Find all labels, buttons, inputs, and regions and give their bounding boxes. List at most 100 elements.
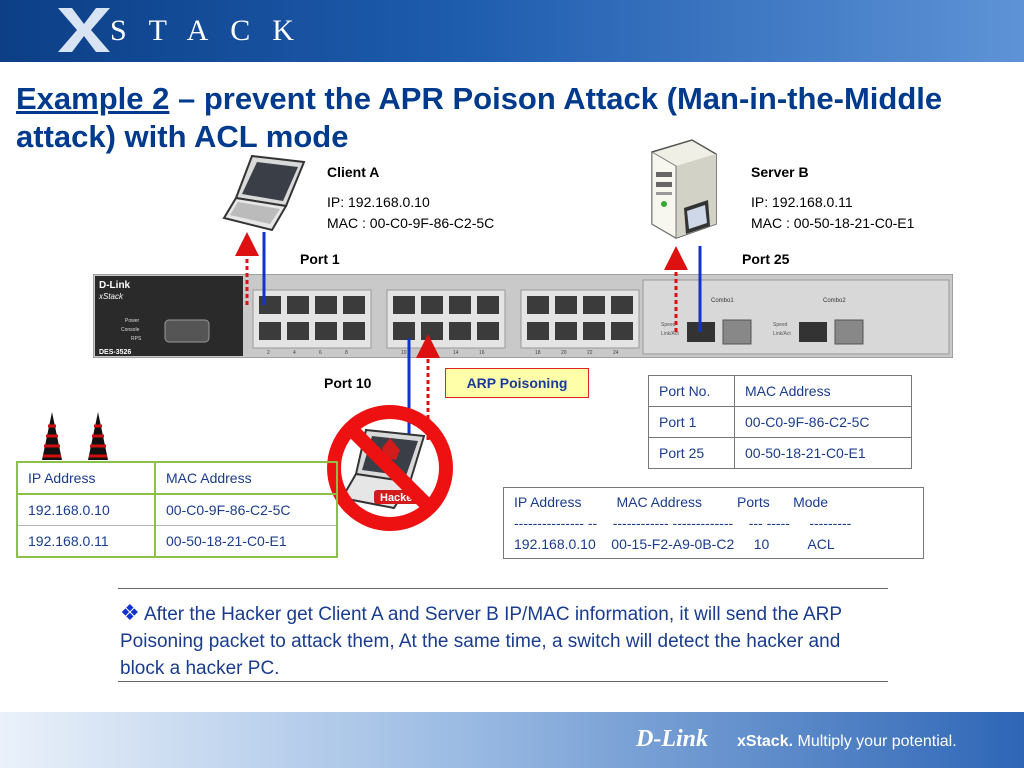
- title-highlight: Example 2: [16, 81, 170, 116]
- port-number: 16: [479, 350, 485, 356]
- footer-tagline: xStack. Multiply your potential.: [737, 733, 957, 751]
- port-number: 4: [293, 350, 296, 356]
- title-rest: – prevent the APR Poison Attack (Man-in-…: [16, 81, 943, 154]
- dlink-logo: D-Link: [636, 726, 708, 752]
- server-icon: [651, 139, 717, 239]
- switch-brand: D-Link: [99, 280, 131, 291]
- server-ip: IP: 192.168.0.11: [751, 194, 853, 210]
- table-header-row: Port No. MAC Address: [648, 375, 912, 407]
- footer-bar: [0, 712, 1024, 768]
- arp-table-left: IP Address MAC Address 192.168.0.10 00-C…: [16, 461, 338, 558]
- xstack-x-logo-icon: [58, 8, 110, 52]
- switch-port: [583, 322, 605, 340]
- acl-table: IP Address MAC Address Ports Mode ------…: [503, 487, 924, 559]
- speed-label: Speed: [661, 322, 676, 328]
- port-number: 20: [561, 350, 567, 356]
- note-body: After the Hacker get Client A and Server…: [120, 604, 842, 679]
- port-number: 8: [345, 350, 348, 356]
- port-mac-table: Port No. MAC Address Port 1 00-C0-9F-86-…: [648, 375, 912, 469]
- port10-label: Port 10: [324, 375, 372, 391]
- switch-port: [421, 296, 443, 314]
- tagline-brand: xStack.: [737, 733, 794, 750]
- port25-label: Port 25: [742, 251, 790, 267]
- switch-port: [527, 296, 549, 314]
- cell-port: Port 1: [648, 406, 735, 438]
- acl-header: IP Address MAC Address Ports Mode: [514, 494, 829, 510]
- header-mac: MAC Address: [154, 461, 338, 495]
- server-name: Server B: [751, 164, 809, 180]
- slide-title: Example 2 – prevent the APR Poison Attac…: [16, 80, 1006, 156]
- client-name: Client A: [327, 164, 380, 180]
- cell-ip: 192.168.0.11: [16, 525, 156, 558]
- note-text: ❖ After the Hacker get Client A and Serv…: [120, 599, 880, 682]
- combo2-sfp: [834, 319, 864, 345]
- console-port: [164, 319, 210, 343]
- switch-port: [449, 296, 471, 314]
- brand-wordmark: STACK: [110, 14, 316, 47]
- server-mac: MAC : 00-50-18-21-C0-E1: [751, 215, 915, 231]
- port-group-1: [252, 289, 372, 349]
- port-number: 22: [587, 350, 593, 356]
- switch-port: [393, 296, 415, 314]
- led-console: Console: [121, 327, 140, 333]
- switch-port: [343, 322, 365, 340]
- header-ip: IP Address: [16, 461, 156, 495]
- note-box: ❖ After the Hacker get Client A and Serv…: [118, 588, 888, 682]
- cell-mac: 00-C0-9F-86-C2-5C: [734, 406, 912, 438]
- header-bar: [0, 0, 1024, 62]
- port-number: 24: [613, 350, 619, 356]
- cell-mac: 00-50-18-21-C0-E1: [154, 525, 338, 558]
- port-number: 10: [401, 350, 407, 356]
- tagline-text: Multiply your potential.: [793, 733, 957, 750]
- link-label-2: Link/Act: [773, 331, 791, 337]
- switch-port: [477, 296, 499, 314]
- signal-tower-icon: [42, 412, 108, 460]
- combo2-rj45: [799, 322, 827, 342]
- switch-port: [449, 322, 471, 340]
- port-number: 14: [453, 350, 459, 356]
- switch-port: [527, 322, 549, 340]
- laptop-icon: [222, 154, 306, 232]
- combo1-sfp: [722, 319, 752, 345]
- acl-row: 192.168.0.10 00-15-F2-A9-0B-C2 10 ACL: [514, 536, 835, 552]
- hacker-laptop-icon: Hacker: [327, 405, 453, 531]
- combo2-label: Combo2: [823, 298, 846, 304]
- switch-port: [287, 322, 309, 340]
- cell-mac: 00-C0-9F-86-C2-5C: [154, 493, 338, 526]
- cell-mac: 00-50-18-21-C0-E1: [734, 437, 912, 469]
- cell-port: Port 25: [648, 437, 735, 469]
- cell-ip: 192.168.0.10: [16, 493, 156, 526]
- switch-port: [259, 322, 281, 340]
- switch-des3526: D-Link xStack DES-3526 Power Console RPS…: [93, 274, 953, 358]
- switch-port: [343, 296, 365, 314]
- port-number: 6: [319, 350, 322, 356]
- table-header-row: IP Address MAC Address: [16, 461, 338, 495]
- led-power: Power: [125, 318, 140, 324]
- switch-port: [315, 296, 337, 314]
- switch-port: [555, 296, 577, 314]
- speed-label-2: Speed: [773, 322, 788, 328]
- switch-port: [315, 322, 337, 340]
- switch-port: [477, 322, 499, 340]
- acl-separator: --------------- -- ------------ --------…: [514, 515, 852, 531]
- table-row: Port 25 00-50-18-21-C0-E1: [648, 437, 912, 469]
- port-number: 2: [267, 350, 270, 356]
- header-mac: MAC Address: [734, 375, 912, 407]
- switch-port: [611, 296, 633, 314]
- client-mac: MAC : 00-C0-9F-86-C2-5C: [327, 215, 495, 231]
- port1-label: Port 1: [300, 251, 340, 267]
- switch-port: [583, 296, 605, 314]
- port-group-3: [520, 289, 640, 349]
- switch-model: DES-3526: [99, 349, 131, 356]
- switch-series: xStack: [98, 292, 124, 301]
- port-number: 18: [535, 350, 541, 356]
- combo1-label: Combo1: [711, 298, 734, 304]
- client-ip: IP: 192.168.0.10: [327, 194, 430, 210]
- table-row: 192.168.0.11 00-50-18-21-C0-E1: [16, 525, 338, 558]
- table-row: 192.168.0.10 00-C0-9F-86-C2-5C: [16, 493, 338, 526]
- header-port: Port No.: [648, 375, 735, 407]
- arp-poisoning-label: ARP Poisoning: [445, 368, 589, 398]
- table-row: Port 1 00-C0-9F-86-C2-5C: [648, 406, 912, 438]
- link-label: Link/Act: [661, 331, 679, 337]
- switch-port: [393, 322, 415, 340]
